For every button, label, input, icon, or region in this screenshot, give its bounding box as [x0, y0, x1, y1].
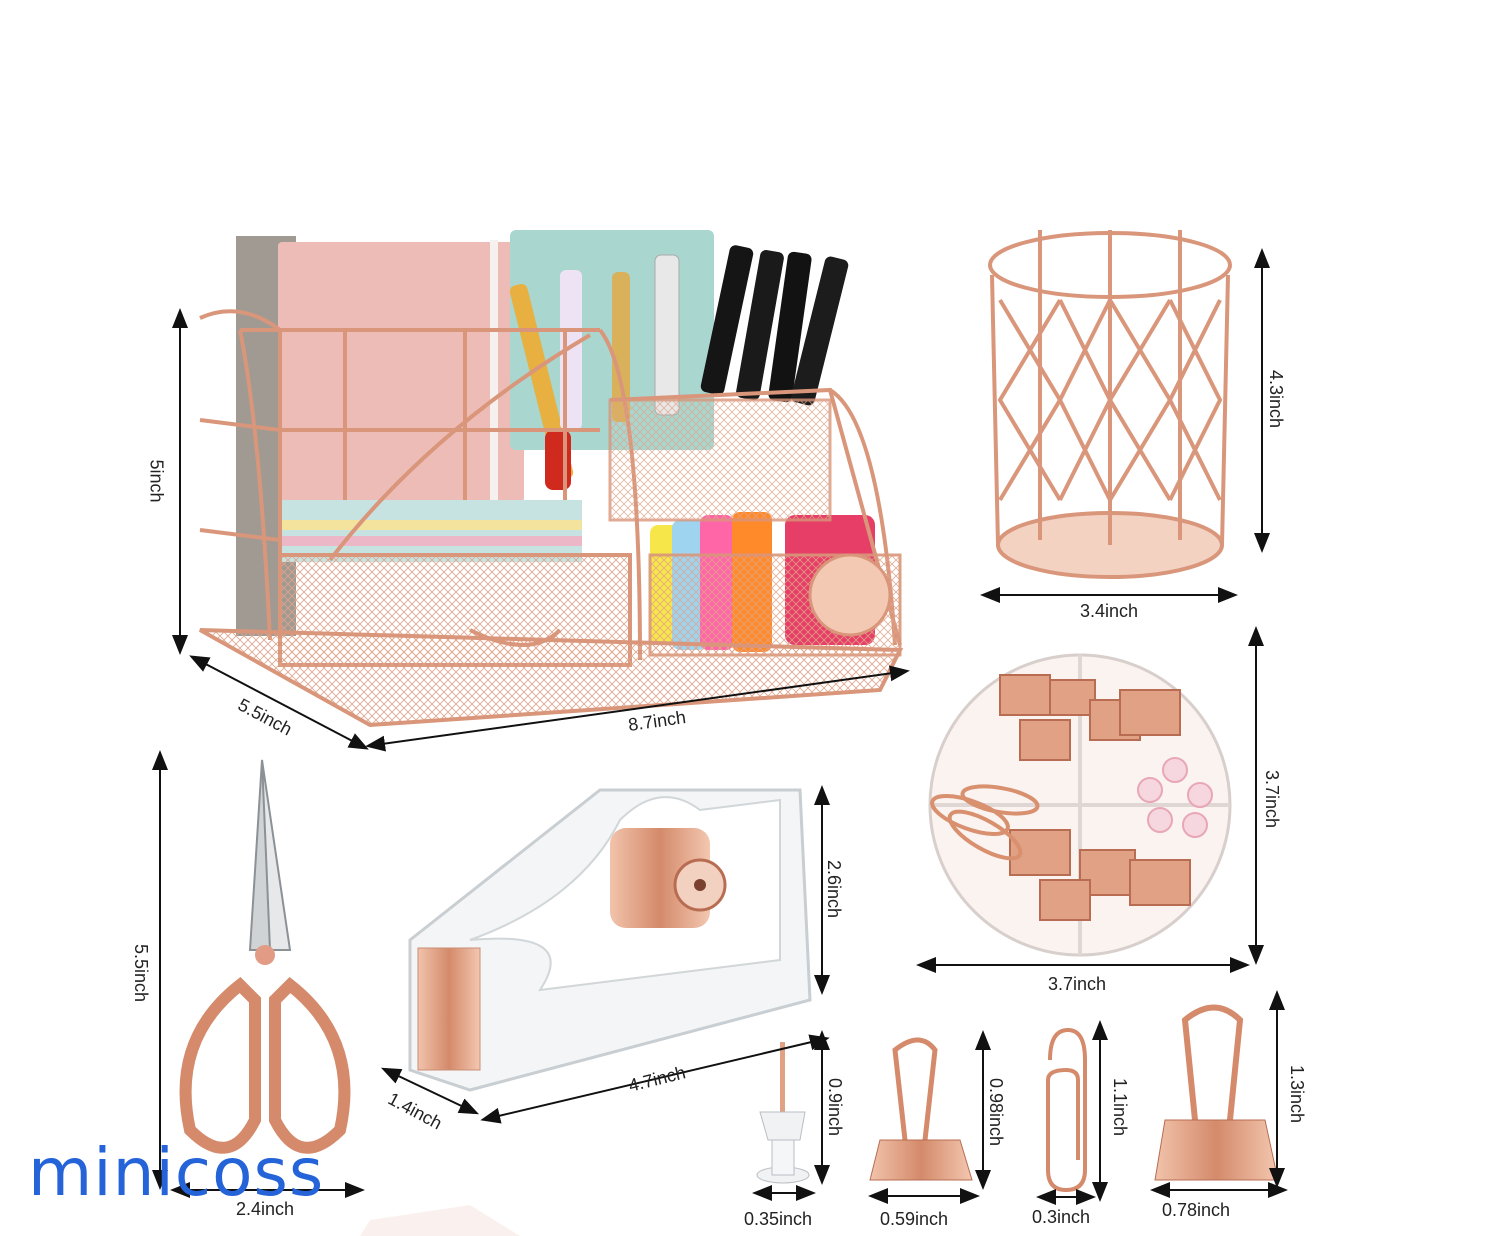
pushpin-height-label: 0.9inch — [825, 1077, 846, 1137]
scissors — [179, 759, 351, 1154]
push-pin — [756, 1042, 810, 1184]
tape-dispenser — [408, 788, 812, 1092]
pen-holder-height-label: 4.3inch — [1266, 369, 1287, 429]
partial-item-bottom — [360, 1205, 520, 1236]
large-clip-width-label: 0.78inch — [1162, 1200, 1231, 1220]
scissors-width-label: 2.4inch — [236, 1199, 295, 1219]
dimension-arrows — [152, 248, 1288, 1205]
large-clip-height-label: 1.3inch — [1287, 1064, 1308, 1124]
tape-roll — [610, 828, 727, 928]
binder-clip-large — [1154, 1004, 1279, 1181]
paper-clip-height-label: 1.1inch — [1110, 1077, 1131, 1137]
tape-height-label: 2.6inch — [824, 859, 845, 919]
paper-clip — [1046, 1027, 1087, 1193]
small-clip-width-label: 0.59inch — [880, 1209, 949, 1229]
binder-clip-small — [869, 1037, 973, 1181]
pen-holder — [988, 230, 1232, 579]
scissors-length-label: 5.5inch — [131, 943, 152, 1003]
book-pink — [278, 242, 524, 502]
small-clip-height-label: 0.98inch — [986, 1077, 1007, 1147]
organizer-height-label: 5inch — [146, 459, 167, 503]
clip-container-diameter-label: 3.7inch — [1048, 974, 1107, 994]
pen-holder-diameter-label: 3.4inch — [1080, 601, 1139, 621]
desk-organizer — [199, 230, 904, 728]
pushpin-width-label: 0.35inch — [744, 1209, 813, 1229]
paper-clip-width-label: 0.3inch — [1032, 1207, 1091, 1227]
brand-watermark: minicoss — [28, 1134, 325, 1211]
sticky-notes — [282, 500, 582, 562]
clip-container-height-label: 3.7inch — [1262, 769, 1283, 829]
clip-container — [928, 653, 1232, 957]
